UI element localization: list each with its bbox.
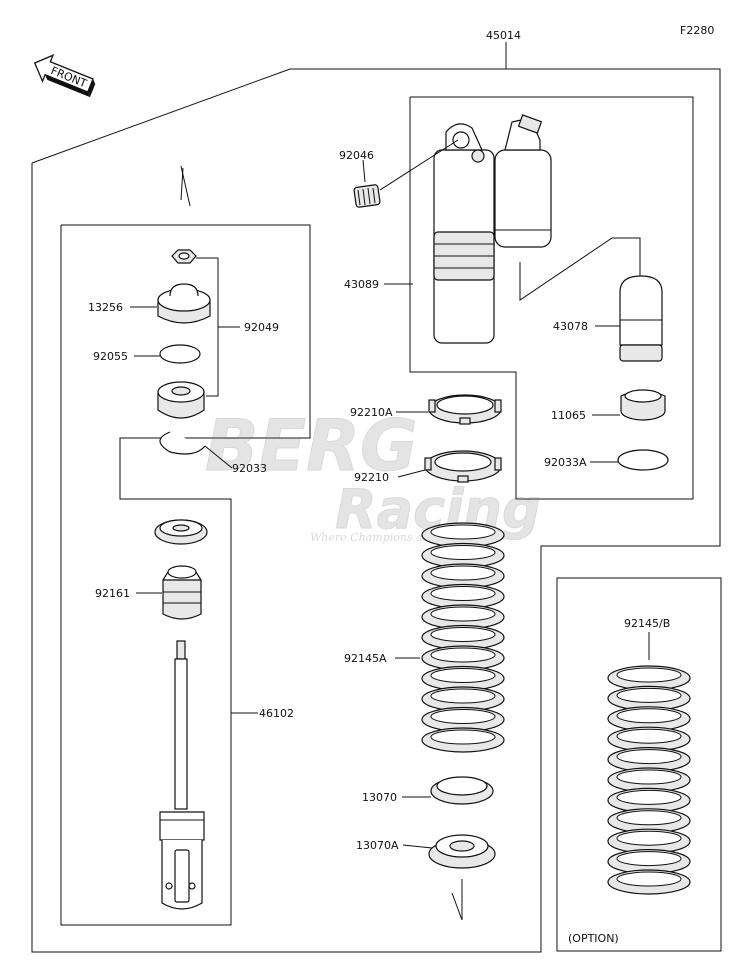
lock-ring-part <box>424 450 502 483</box>
circlip-part <box>159 431 206 455</box>
shaft-box <box>60 224 311 926</box>
label-92161: 92161 <box>95 587 130 600</box>
assembly-frame <box>31 68 721 953</box>
diagram-code: F2280 <box>680 24 714 37</box>
label-43078: 43078 <box>553 320 588 333</box>
label-92033: 92033 <box>232 462 267 475</box>
main-spring-part <box>421 522 505 753</box>
option-box <box>556 577 722 952</box>
label-92049: 92049 <box>244 321 279 334</box>
assembly-label: 45014 <box>486 29 521 42</box>
reservoir-box <box>409 96 694 500</box>
label-92145A: 92145A <box>344 652 387 665</box>
front-arrow-icon: FRONT <box>33 54 96 98</box>
bladder-part <box>619 275 663 362</box>
reservoir-cap-part <box>620 389 666 421</box>
label-46102: 46102 <box>259 707 294 720</box>
option-label: (OPTION) <box>568 932 619 945</box>
label-92145B: 92145/B <box>624 617 670 630</box>
watermark-line1: BERG <box>205 405 418 487</box>
spring-seat-part <box>430 776 494 805</box>
seal-head-part <box>157 283 211 324</box>
spring-seat-a-part <box>428 834 496 869</box>
shock-body-part <box>433 114 552 344</box>
bump-stop-part <box>162 565 202 620</box>
nut-part <box>171 249 197 264</box>
label-13070: 13070 <box>362 791 397 804</box>
rebound-washer-part <box>154 519 208 545</box>
label-92210: 92210 <box>354 471 389 484</box>
label-92033A: 92033A <box>544 456 587 469</box>
label-92210A: 92210A <box>350 406 393 419</box>
seal-cup-part <box>157 381 205 419</box>
label-11065: 11065 <box>551 409 586 422</box>
label-92055: 92055 <box>93 350 128 363</box>
label-92046: 92046 <box>339 149 374 162</box>
shaft-part <box>159 640 205 910</box>
watermark: BERG Racing Where Champions are made <box>205 405 542 545</box>
bushing-part <box>353 184 381 208</box>
label-13070A: 13070A <box>356 839 399 852</box>
label-43089: 43089 <box>344 278 379 291</box>
circlip-a-part <box>617 449 669 471</box>
option-spring-part <box>607 665 691 895</box>
label-13256: 13256 <box>88 301 123 314</box>
lock-ring-a-part <box>428 394 502 425</box>
o-ring-part <box>159 344 201 364</box>
